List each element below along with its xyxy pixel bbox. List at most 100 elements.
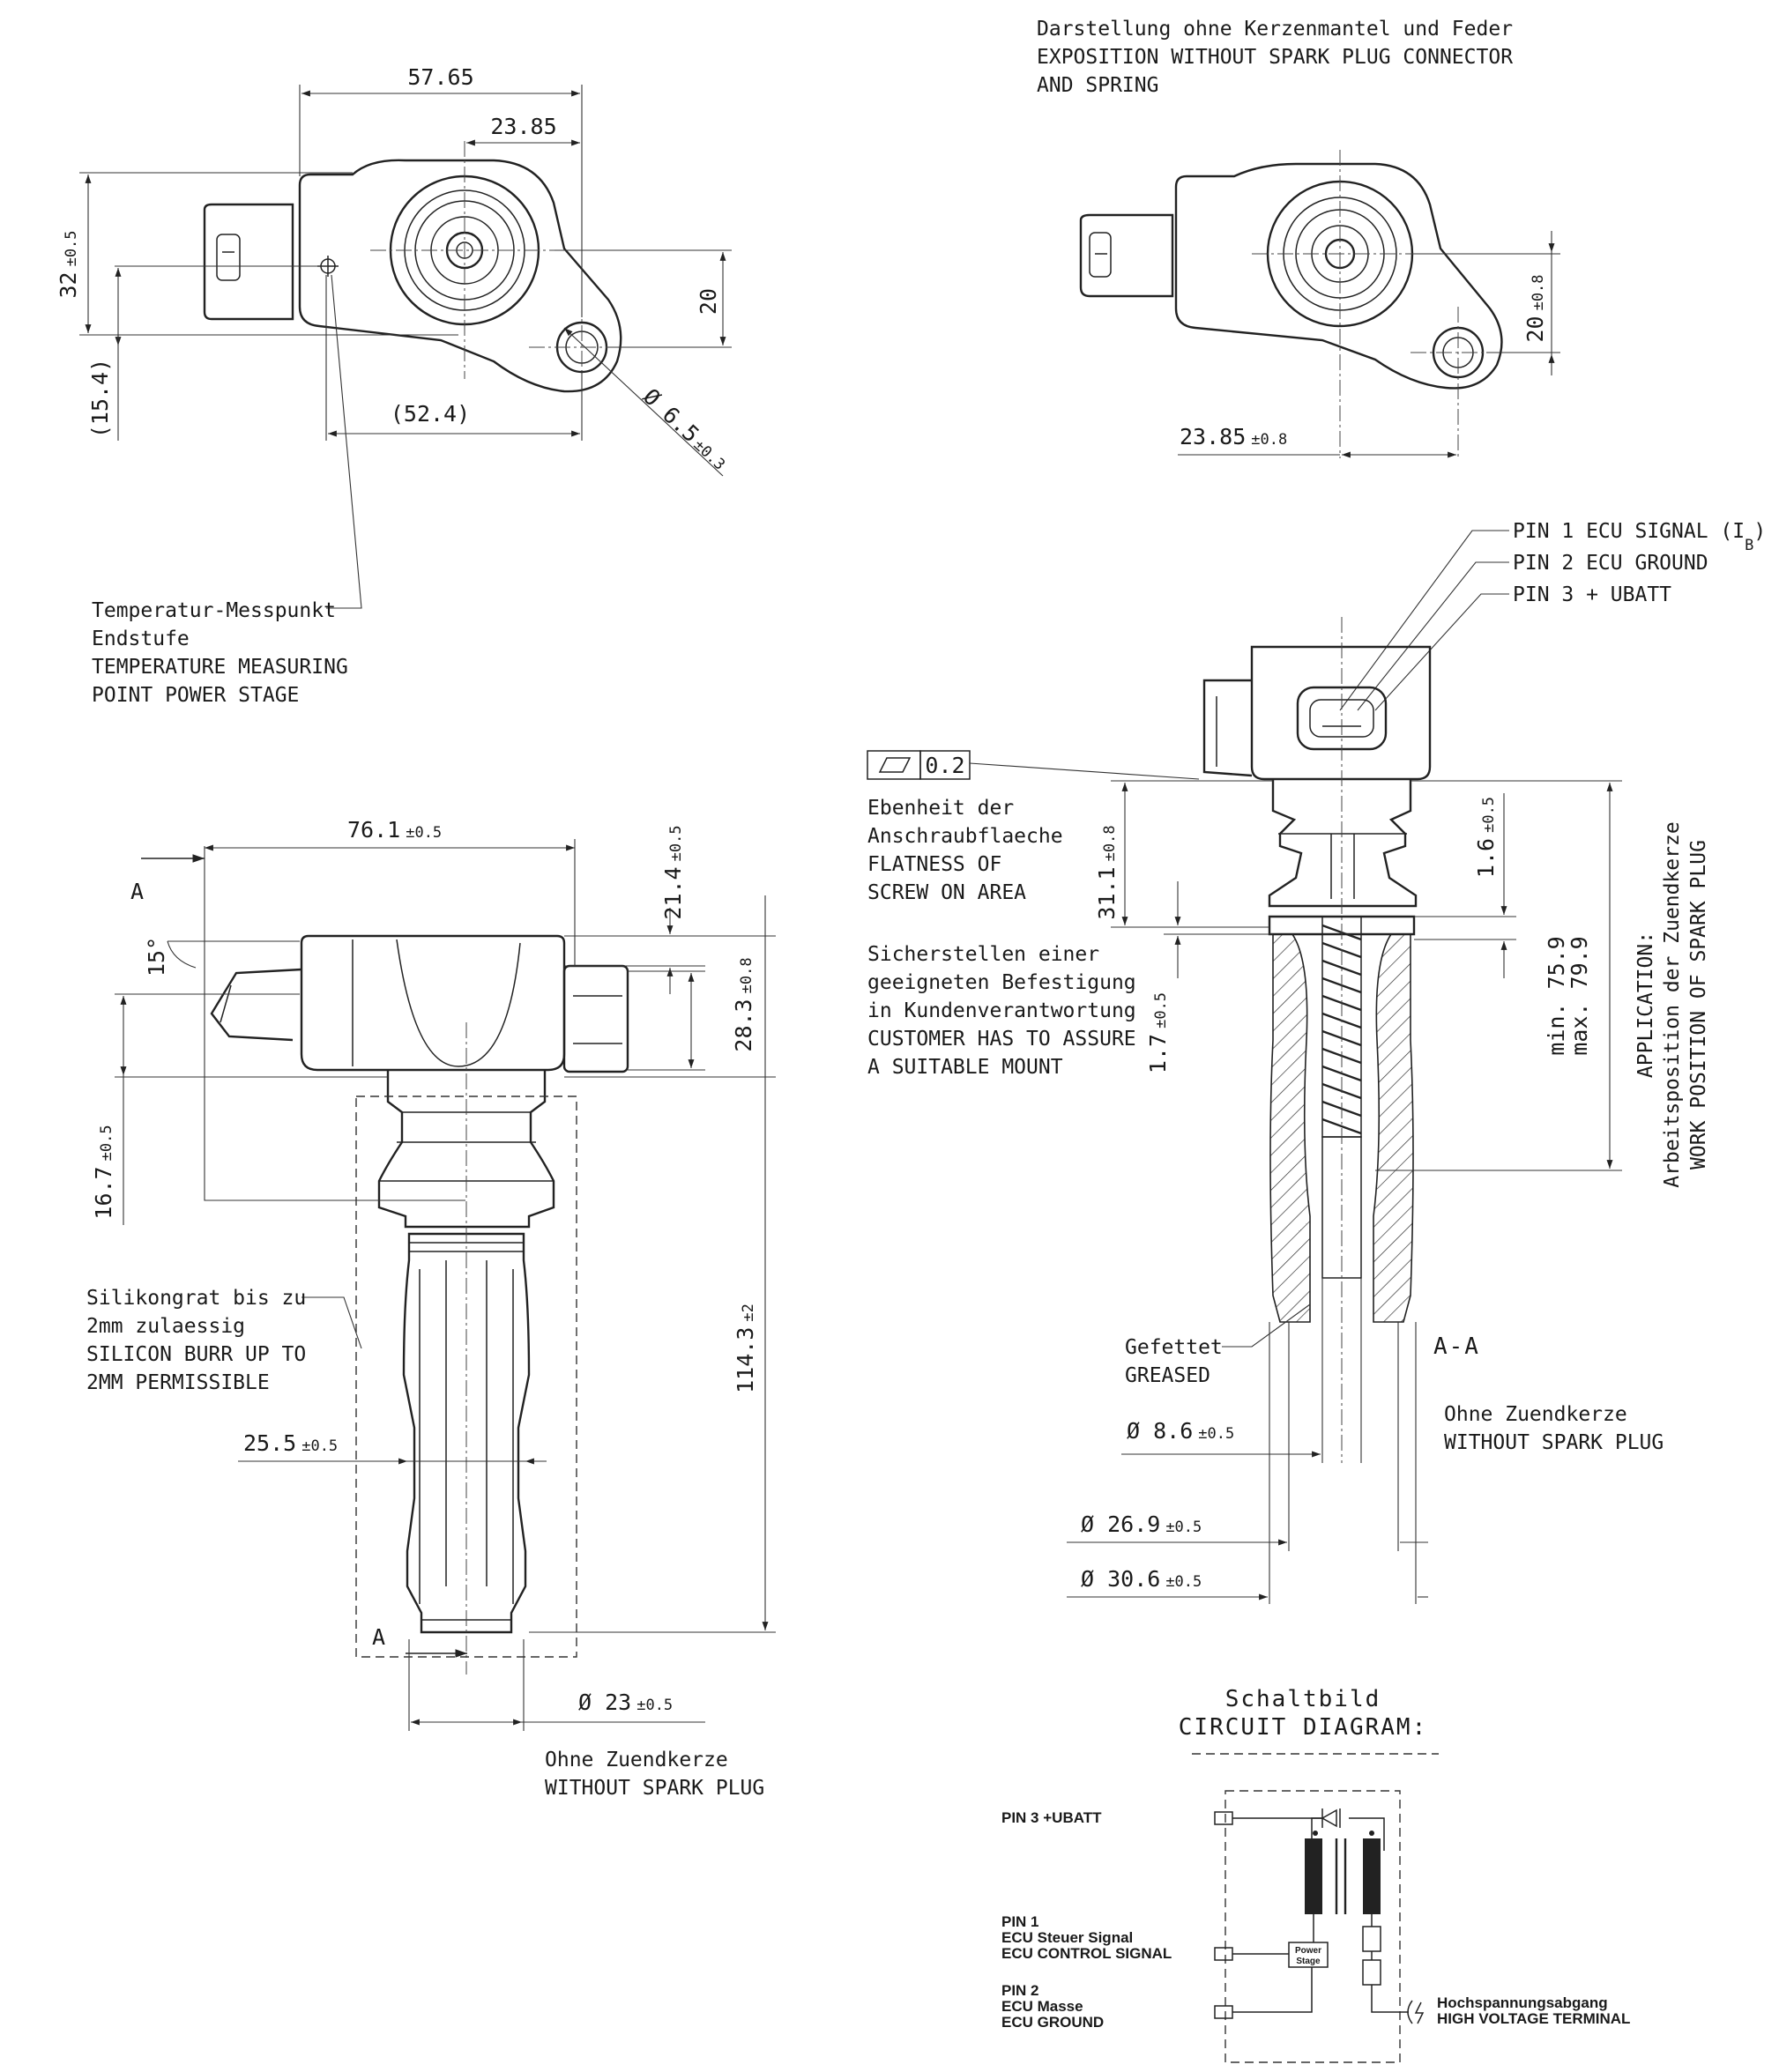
silicon-note-line-3: SILICON BURR UP TO	[86, 1343, 306, 1366]
side-connector	[562, 964, 629, 1073]
spark-plug-boot	[402, 1232, 531, 1634]
dim-min: min. 75.9	[1544, 936, 1569, 1055]
connector-body	[203, 203, 294, 321]
dim-114-3: 114.3±2	[733, 1303, 758, 1393]
circuit-hv-de: Hochspannungsabgang	[1437, 1994, 1608, 2011]
flatness-note-line-1: Ebenheit der	[867, 797, 1014, 820]
dim-25-5: 25.5±0.5	[243, 1430, 338, 1456]
silicon-note-line-1: Silikongrat bis zu	[86, 1287, 306, 1310]
pin-3-terminal	[1214, 1811, 1233, 1825]
dim-31-1: 31.1±0.8	[1094, 825, 1120, 919]
secondary-diode	[1362, 1926, 1381, 1952]
greased-line-1: Gefettet	[1125, 1336, 1223, 1359]
temp-note-line-3: TEMPERATURE MEASURING	[92, 656, 348, 679]
coil-neck	[377, 1070, 555, 1229]
section-head	[1250, 645, 1432, 781]
dim-21-4: 21.4±0.5	[660, 825, 686, 919]
dim-52-4: (52.4)	[391, 401, 470, 427]
dim-20-08: 20±0.8	[1522, 274, 1548, 342]
dim-57-65: 57.65	[407, 64, 473, 90]
dim-hole: Ø 6.5±0.3	[638, 383, 733, 474]
application-line-3: WORK POSITION OF SPARK PLUG	[1687, 840, 1710, 1170]
section-mark-bottom: A	[372, 1624, 385, 1650]
section-mark-top: A	[130, 879, 144, 904]
dim-23: Ø 23±0.5	[578, 1690, 673, 1715]
pin-1-terminal	[1214, 1947, 1233, 1961]
power-stage-box	[1288, 1942, 1329, 1968]
power-stage-label-2: Stage	[1296, 1957, 1321, 1966]
boot-wall-right	[1373, 933, 1414, 1323]
boot-wall-left	[1269, 933, 1311, 1323]
dim-28-3: 28.3±0.8	[731, 957, 756, 1051]
section-connector	[1202, 679, 1253, 777]
section-label: A-A	[1433, 1333, 1480, 1360]
secondary-coil	[1363, 1838, 1381, 1914]
flatness-value-box	[919, 750, 971, 780]
flatness-note-line-4: SCREW ON AREA	[867, 881, 1026, 904]
power-stage-label-1: Power	[1295, 1946, 1321, 1956]
temp-note-line-4: POINT POWER STAGE	[92, 684, 299, 707]
circuit-pin-2: PIN 2	[1001, 1982, 1039, 1999]
flatness-note-line-2: Anschraubflaeche	[867, 825, 1063, 848]
temp-note-line-2: Endstufe	[92, 628, 190, 650]
circuit-title-en: CIRCUIT DIAGRAM:	[1179, 1714, 1427, 1741]
coil-head	[300, 934, 566, 1072]
mount-note-line-1: Sicherstellen einer	[867, 943, 1099, 966]
section-no-plug-line-1: Ohne Zuendkerze	[1444, 1403, 1627, 1426]
silicon-note-line-4: 2MM PERMISSIBLE	[86, 1371, 270, 1394]
flatness-value: 0.2	[925, 753, 964, 778]
dim-30-6: Ø 30.6±0.5	[1081, 1566, 1202, 1592]
silicon-note-line-2: 2mm zulaessig	[86, 1315, 245, 1338]
exposition-note-line-1: Darstellung ohne Kerzenmantel und Feder	[1037, 18, 1513, 41]
circuit-pin-3: PIN 3 +UBATT	[1001, 1809, 1102, 1826]
connector-pin-slot	[216, 234, 241, 281]
mount-note-line-2: geeigneten Befestigung	[867, 971, 1136, 994]
dim-16-7: 16.7±0.5	[91, 1125, 116, 1219]
primary-coil	[1305, 1838, 1322, 1914]
circuit-pin-2-de: ECU Masse	[1001, 1998, 1083, 2015]
angled-connector	[210, 968, 302, 1042]
circuit-pin-1-de: ECU Steuer Signal	[1001, 1929, 1133, 1946]
pin-3-label: PIN 3 + UBATT	[1513, 583, 1671, 606]
section-no-plug-line-2: WITHOUT SPARK PLUG	[1444, 1431, 1664, 1454]
circuit-diagram: Schaltbild CIRCUIT DIAGRAM: Power Stage	[1001, 1686, 1630, 2063]
pin-2-label: PIN 2 ECU GROUND	[1513, 552, 1708, 575]
pin-2-terminal	[1214, 2005, 1233, 2019]
dim-32: 32±0.5	[56, 230, 81, 298]
top-view: 57.65 23.85 32±0.5 20 (15.4) (52.4) Ø 6.…	[56, 64, 733, 609]
exposition-note-line-2: EXPOSITION WITHOUT SPARK PLUG CONNECTOR	[1037, 46, 1513, 69]
pin-labels: PIN 1 ECU SIGNAL (IB) PIN 2 ECU GROUND P…	[1339, 520, 1766, 711]
flatness-note-line-3: FLATNESS OF	[867, 853, 1001, 876]
mount-note-line-4: CUSTOMER HAS TO ASSURE	[867, 1028, 1136, 1051]
housing-outline	[298, 159, 622, 393]
dim-23-85-08: 23.85±0.8	[1180, 424, 1287, 449]
housing-outline	[1174, 162, 1503, 390]
application-line-2: Arbeitsposition der Zuendkerze	[1661, 821, 1684, 1187]
circuit-pin-1: PIN 1	[1001, 1913, 1039, 1930]
temperature-note: Temperatur-Messpunkt Endstufe TEMPERATUR…	[92, 599, 348, 707]
circuit-enclosure	[1224, 1790, 1401, 2063]
side-no-plug-line-2: WITHOUT SPARK PLUG	[545, 1777, 764, 1800]
section-neck	[1268, 779, 1418, 908]
circuit-pin-2-en: ECU GROUND	[1001, 2014, 1104, 2031]
top-right-view: Darstellung ohne Kerzenmantel und Feder …	[1037, 18, 1560, 458]
section-a-a-view: 0.2 Ebenheit der Anschraubflaeche FLATNE…	[867, 617, 1710, 1604]
dim-20: 20	[696, 288, 721, 315]
greased-line-2: GREASED	[1125, 1364, 1210, 1387]
angle-15: 15°	[144, 937, 169, 977]
mount-note-line-5: A SUITABLE MOUNT	[867, 1056, 1063, 1079]
dim-76-1: 76.1±0.5	[347, 817, 442, 843]
dim-23-85: 23.85	[490, 114, 556, 139]
circuit-pin-1-en: ECU CONTROL SIGNAL	[1001, 1945, 1172, 1962]
side-view: A A 76.1±0.5 21.4±0.5 28.3±0.8 114.3±2 1…	[86, 817, 776, 1800]
flatness-symbol-box	[867, 750, 921, 780]
side-no-plug-line-1: Ohne Zuendkerze	[545, 1749, 728, 1771]
dim-1-6: 1.6±0.5	[1473, 797, 1499, 878]
dim-1-7: 1.7±0.5	[1145, 992, 1171, 1073]
dim-max: max. 79.9	[1567, 936, 1592, 1055]
dim-8-6: Ø 8.6±0.5	[1127, 1418, 1234, 1444]
temp-note-line-1: Temperatur-Messpunkt	[92, 599, 336, 622]
pin-1-label: PIN 1 ECU SIGNAL (IB)	[1513, 520, 1766, 554]
